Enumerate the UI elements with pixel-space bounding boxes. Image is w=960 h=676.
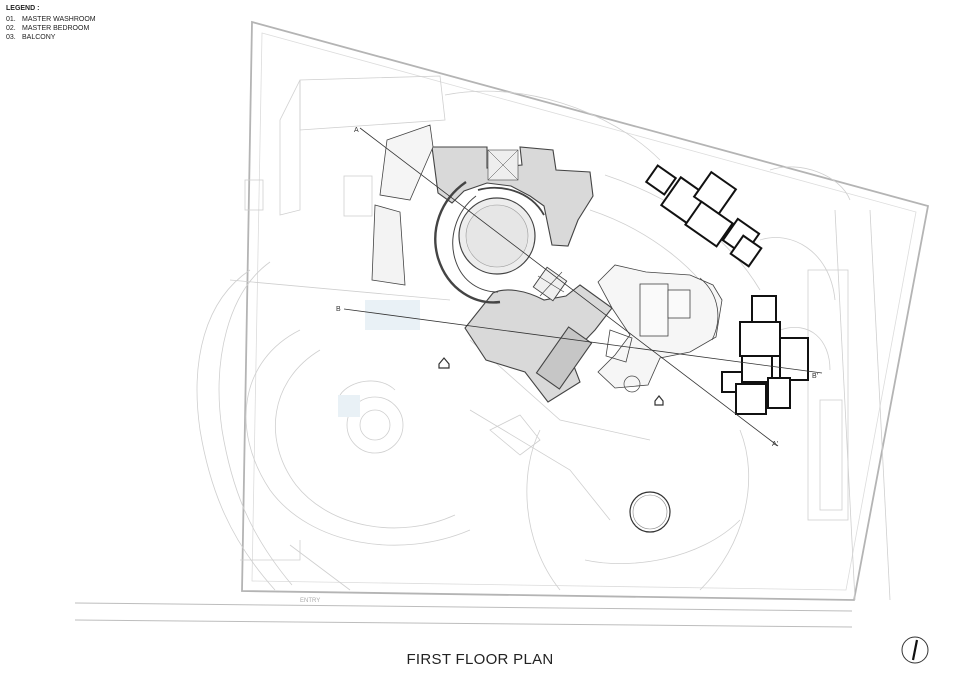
legend-item: 03. BALCONY xyxy=(6,33,96,42)
curved-wall-top xyxy=(477,186,545,216)
north-arrow-icon xyxy=(901,636,929,664)
main-house xyxy=(371,124,723,403)
entry-label: ENTRY xyxy=(300,598,320,604)
terrace-pool xyxy=(639,283,669,337)
legend-item-label: MASTER WASHROOM xyxy=(22,16,96,23)
section-lines xyxy=(343,127,823,447)
circular-pavilion xyxy=(629,491,671,533)
pool xyxy=(365,300,420,330)
legend: LEGEND : 01. MASTER WASHROOM 02. MASTER BE… xyxy=(6,4,96,42)
west-wing-2 xyxy=(379,124,434,201)
legend-item-number: 03. xyxy=(6,34,16,41)
guest-block-east xyxy=(721,295,809,415)
legend-item-label: MASTER BEDROOM xyxy=(22,25,90,32)
plan-title: FIRST FLOOR PLAN xyxy=(406,651,554,668)
west-wing xyxy=(371,204,406,286)
legend-item-number: 02. xyxy=(6,25,16,32)
legend-item: 02. MASTER BEDROOM xyxy=(6,24,96,33)
courtyard-inner xyxy=(465,204,529,268)
home-icon xyxy=(438,357,450,369)
section-marker-b-start: B xyxy=(336,306,341,313)
legend-item-number: 01. xyxy=(6,16,16,23)
section-marker-b-end: B' xyxy=(812,373,818,380)
terrace-steps xyxy=(605,329,633,363)
legend-item: 01. MASTER WASHROOM xyxy=(6,15,96,24)
guest-block-north xyxy=(644,164,763,268)
site-boundary xyxy=(241,20,930,601)
stair-core-diagonal-2 xyxy=(539,271,563,297)
section-marker-a-start: A xyxy=(354,127,359,134)
site-boundary-inner xyxy=(251,32,917,591)
curved-wall xyxy=(434,181,501,304)
legend-item-label: BALCONY xyxy=(22,34,56,41)
void-diagonal-2 xyxy=(487,149,519,181)
roof-lower-accent xyxy=(535,326,593,390)
curved-wall-inner xyxy=(452,195,499,293)
terrace-pool-2 xyxy=(667,289,691,319)
circular-pavilion-inner xyxy=(632,494,668,530)
roof-upper-block xyxy=(431,146,594,247)
pool-2 xyxy=(338,395,360,417)
terrace-planter xyxy=(623,375,641,393)
legend-title: LEGEND : xyxy=(6,5,40,12)
terrace-curve xyxy=(699,277,719,341)
road xyxy=(74,602,853,628)
section-marker-a-end: A' xyxy=(772,441,778,448)
home-icon xyxy=(654,395,664,406)
